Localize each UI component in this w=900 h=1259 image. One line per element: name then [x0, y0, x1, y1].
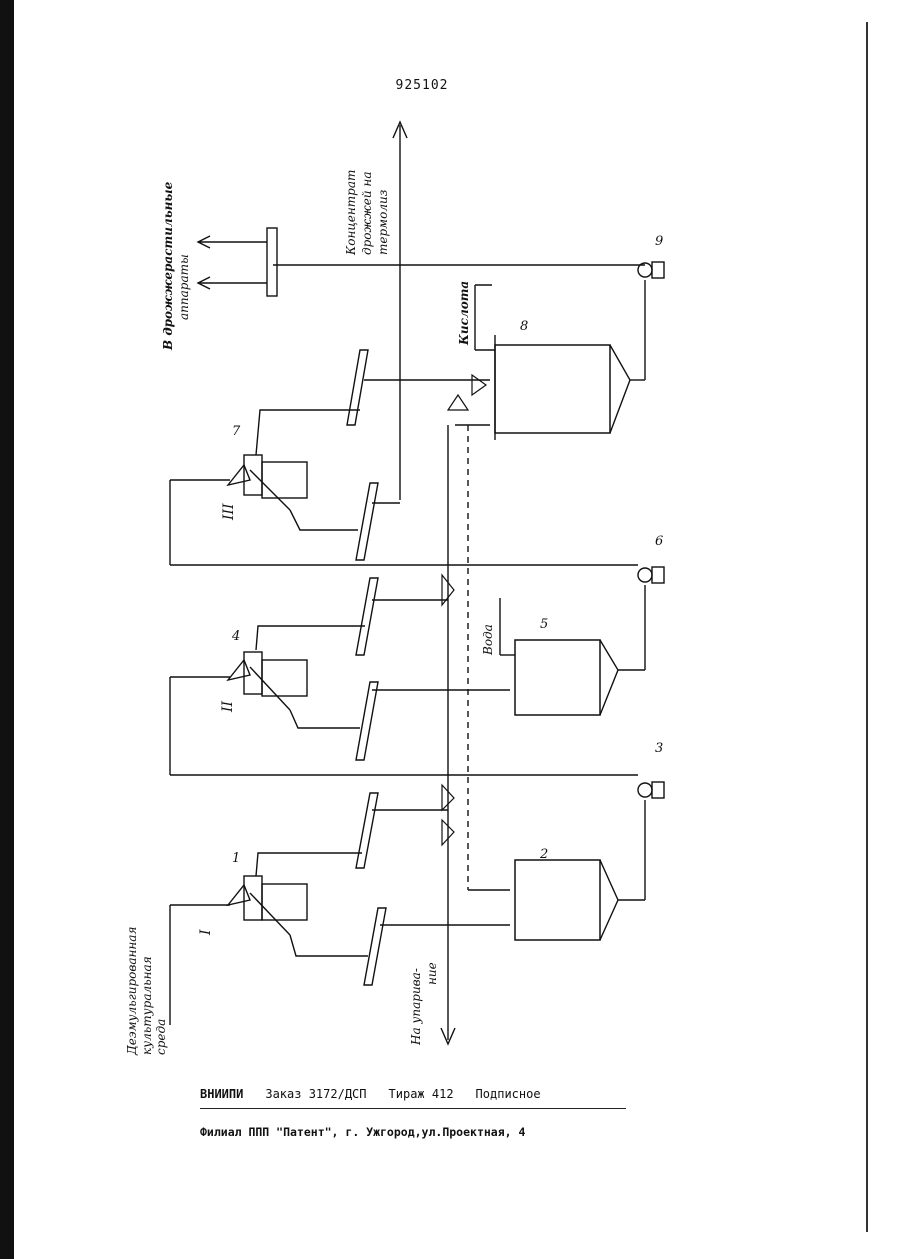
equipment-number-6: 6	[655, 534, 663, 549]
equipment-number-4: 4	[231, 629, 240, 644]
tank-2	[515, 860, 600, 940]
line-4-down	[290, 710, 360, 728]
pump-3-icon	[638, 783, 652, 797]
equipment-number-7: 7	[232, 424, 241, 439]
label-water: Вода	[481, 624, 495, 656]
label-incoming-medium-2: культуральная	[140, 956, 154, 1055]
label-yeast-growers-2: аппараты	[177, 254, 191, 320]
footer-subscription: Подписное	[476, 1087, 541, 1101]
stage-numeral-III: III	[221, 503, 237, 521]
label-concentrate-2: дрожжей на	[360, 172, 374, 256]
label-evaporation-1: На упарива-	[409, 968, 423, 1046]
stage-numeral-I: I	[198, 929, 214, 936]
equipment-number-2: 2	[539, 847, 548, 862]
trough-III-upper	[347, 350, 368, 425]
pump-9-motor	[652, 262, 664, 278]
footer-circulation: Тираж 412	[389, 1087, 454, 1101]
pump-6-motor	[652, 567, 664, 583]
separator-7	[228, 455, 307, 510]
footer-imprint: ВНИИПИ Заказ 3172/ДСП Тираж 412 Подписное	[200, 1087, 630, 1101]
label-concentrate-3: термолиз	[376, 190, 390, 255]
distributor-header	[267, 228, 277, 296]
tank-5	[515, 640, 600, 715]
stage-numeral-II: II	[220, 700, 236, 713]
tank-5-cone	[600, 640, 618, 715]
tank-8	[495, 345, 610, 433]
footer-publisher: ВНИИПИ	[200, 1087, 243, 1101]
trough-I-lower	[364, 908, 386, 985]
line-1-down	[290, 935, 368, 956]
footer-branch: Филиал ППП "Патент", г. Ужгород,ул.Проек…	[200, 1125, 630, 1139]
trough-II-lower	[356, 682, 378, 760]
equipment-number-1: 1	[232, 851, 240, 866]
equipment-number-3: 3	[655, 741, 663, 756]
pump-6-icon	[638, 568, 652, 582]
line-7-down	[290, 510, 358, 530]
separator-4	[228, 652, 307, 710]
label-incoming-medium-3: среда	[154, 1019, 168, 1055]
equipment-number-8: 8	[520, 319, 528, 334]
label-acid: Кислота	[457, 281, 471, 346]
line-7-up	[256, 410, 360, 455]
equipment-number-9: 9	[655, 234, 663, 249]
label-incoming-medium-1: Деэмульгированная	[125, 927, 139, 1056]
valve-icon	[448, 395, 468, 410]
trough-II-upper	[356, 578, 378, 655]
label-yeast-growers-1: В дрожжерастильные	[161, 181, 175, 351]
valve-icon	[472, 375, 486, 395]
equipment-number-5: 5	[540, 617, 548, 632]
separator-1	[228, 876, 307, 935]
line-1-up	[256, 853, 362, 876]
footer-order: Заказ 3172/ДСП	[265, 1087, 366, 1101]
line-4-up	[256, 626, 365, 650]
tank-2-cone	[600, 860, 618, 940]
tank-8-cone	[610, 345, 630, 433]
trough-III-lower	[356, 483, 378, 560]
label-concentrate-1: Концентрат	[344, 170, 358, 256]
footer-divider	[200, 1108, 626, 1109]
pump-3-motor	[652, 782, 664, 798]
label-evaporation-2: ние	[425, 962, 439, 985]
trough-I-upper	[356, 793, 378, 868]
